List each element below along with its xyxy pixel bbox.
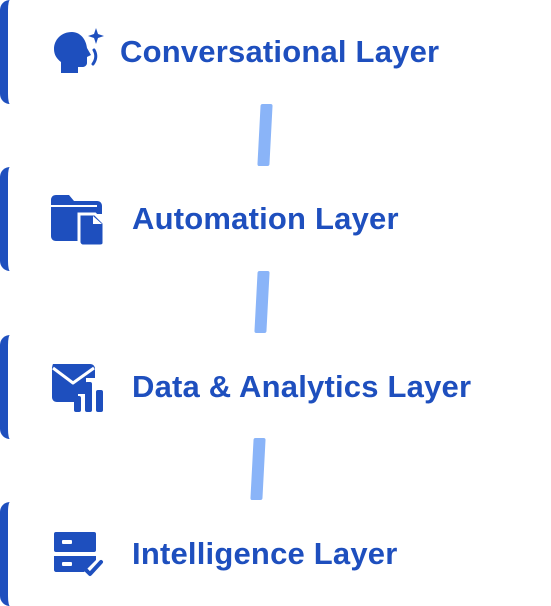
layer-label: Automation Layer [132,201,399,236]
layer-automation: Automation Layer [0,167,551,271]
layer-connector [254,271,270,333]
layer-conversational: Conversational Layer [0,0,551,104]
ai-head-sparkle-icon [46,22,106,82]
layer-connector [250,438,266,500]
layer-label: Conversational Layer [120,34,440,69]
server-check-icon [46,524,106,584]
layer-intelligence: Intelligence Layer [0,502,551,606]
mail-bar-chart-icon [46,357,106,417]
folder-document-icon [46,189,106,249]
layer-connector [257,104,273,166]
layer-label: Data & Analytics Layer [132,369,472,404]
layer-data-analytics: Data & Analytics Layer [0,335,551,439]
layer-label: Intelligence Layer [132,536,398,571]
